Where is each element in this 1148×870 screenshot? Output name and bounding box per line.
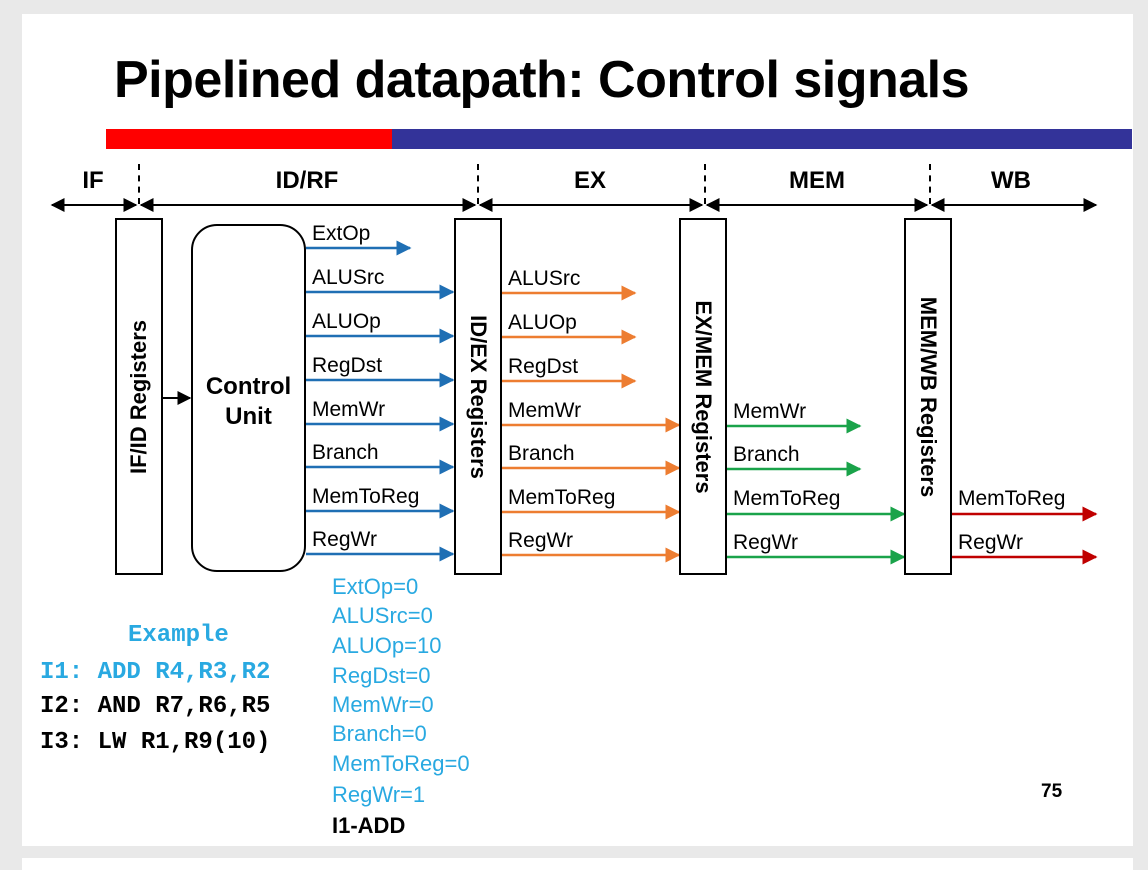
stage-divider xyxy=(704,164,706,204)
id-signal-label: MemWr xyxy=(312,398,386,421)
ex-signal-label: MemToReg xyxy=(508,486,616,509)
stage-label-ex: EX xyxy=(573,167,607,194)
slide-title: Pipelined datapath: Control signals xyxy=(114,51,970,109)
ex-signal-label: RegWr xyxy=(508,529,573,552)
control-value: MemWr=0 xyxy=(332,692,434,717)
mem-signal-label: MemWr xyxy=(733,400,807,423)
stage-label-mem: MEM xyxy=(789,167,845,194)
instruction-line: I3: LW R1,R9(10) xyxy=(40,729,271,756)
if-id-register: IF/ID Registers xyxy=(115,218,163,575)
stage-divider xyxy=(929,164,931,204)
instruction-line: I2: AND R7,R6,R5 xyxy=(40,693,271,720)
control-value: ALUOp=10 xyxy=(332,633,442,658)
id-signal-label: ALUSrc xyxy=(312,266,385,289)
ex-mem-register-label: EX/MEM Registers xyxy=(691,299,716,494)
ex-signal-label: ALUOp xyxy=(508,311,577,334)
id-signal-label: MemToReg xyxy=(312,485,420,508)
mem-signal-label: RegWr xyxy=(733,531,798,554)
id-ex-register-label: ID/EX Registers xyxy=(466,314,491,479)
example-title: Example xyxy=(128,622,229,649)
id-ex-register: ID/EX Registers xyxy=(454,218,502,575)
control-value: ExtOp=0 xyxy=(332,574,419,599)
mem-wb-register: MEM/WB Registers xyxy=(904,218,952,575)
current-instruction-label: I1-ADD xyxy=(332,813,406,838)
ex-signal-label: ALUSrc xyxy=(508,267,581,290)
id-signal-label: Branch xyxy=(312,441,379,464)
instruction-line: I1: ADD R4,R3,R2 xyxy=(40,659,271,686)
stage-divider xyxy=(138,164,140,204)
mem-signal-label: MemToReg xyxy=(733,487,841,510)
control-value: ALUSrc=0 xyxy=(332,603,433,628)
mem-wb-register-label: MEM/WB Registers xyxy=(916,296,941,497)
control-value: RegDst=0 xyxy=(332,663,431,688)
ex-signal-label: MemWr xyxy=(508,399,582,422)
title-underline-blue xyxy=(392,129,1132,149)
id-signal-label: ALUOp xyxy=(312,310,381,333)
control-value: Branch=0 xyxy=(332,721,427,746)
wb-signal-label: MemToReg xyxy=(958,487,1066,510)
wb-signal-label: RegWr xyxy=(958,531,1023,554)
control-unit-label: Control Unit xyxy=(193,372,304,432)
stage-divider xyxy=(477,164,479,204)
control-value: RegWr=1 xyxy=(332,782,426,807)
title-underline-red xyxy=(106,129,392,149)
control-unit-label-line2: Unit xyxy=(225,403,272,430)
stage-label-wb: WB xyxy=(991,167,1031,194)
ex-signal-label: Branch xyxy=(508,442,575,465)
control-unit-label-line1: Control xyxy=(205,373,292,400)
page-number: 75 xyxy=(1041,781,1063,802)
id-signal-label: RegWr xyxy=(312,528,377,551)
mem-signal-label: Branch xyxy=(733,443,800,466)
ex-signal-label: RegDst xyxy=(508,355,579,378)
stage-label-if: IF xyxy=(82,167,104,194)
control-unit: Control Unit xyxy=(191,224,306,572)
ex-mem-register: EX/MEM Registers xyxy=(679,218,727,575)
id-signal-label: RegDst xyxy=(312,354,383,377)
stage-label-id: ID/RF xyxy=(275,167,339,194)
if-id-register-label: IF/ID Registers xyxy=(126,319,151,474)
next-slide-edge xyxy=(22,858,1133,870)
id-signal-label: ExtOp xyxy=(312,222,371,245)
control-value: MemToReg=0 xyxy=(332,751,470,776)
